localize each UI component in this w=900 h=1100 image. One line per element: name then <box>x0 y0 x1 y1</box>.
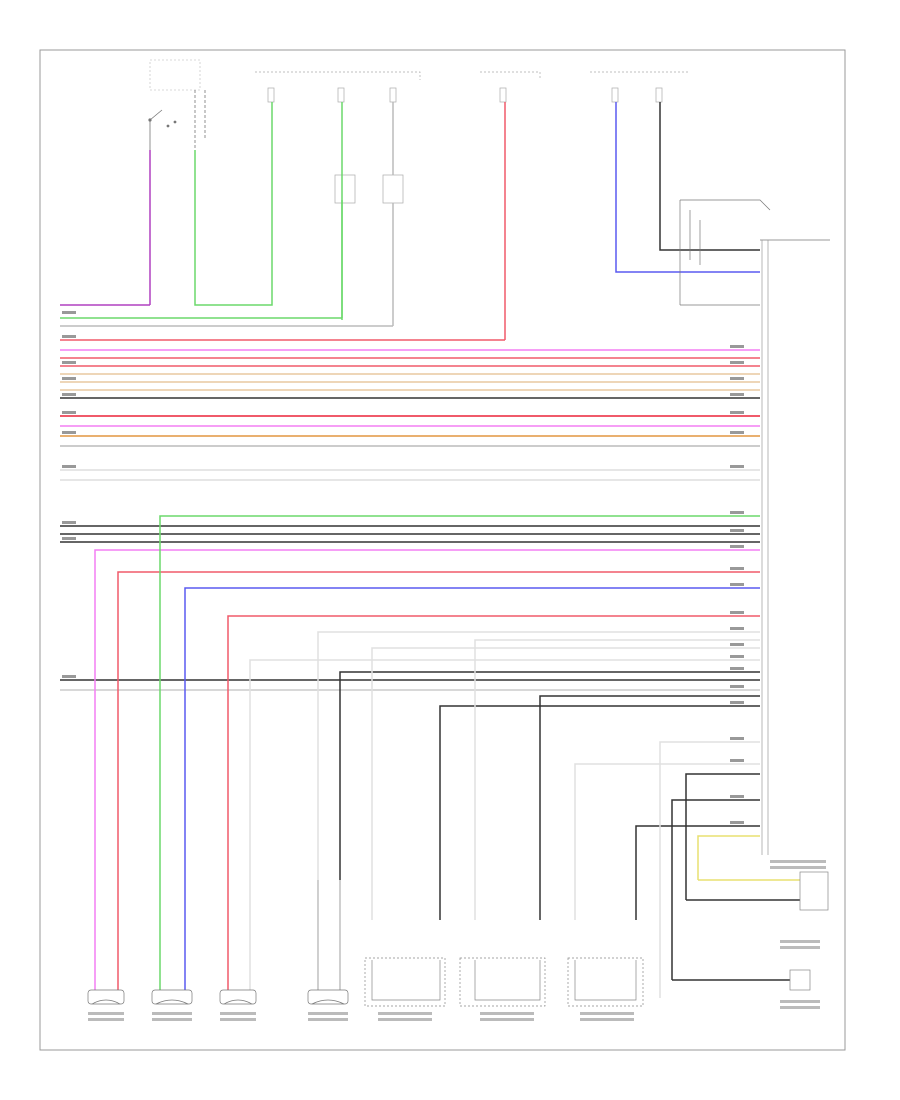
right-side-connector <box>789 871 829 991</box>
speaker-front-right-tweeter <box>151 989 193 1005</box>
speaker-rear-left <box>364 957 446 1007</box>
top-vertical-wires <box>149 102 760 340</box>
speaker-front-right <box>219 989 257 1005</box>
speaker-rear-right <box>459 957 546 1007</box>
diagram-frame <box>39 49 846 1051</box>
top-right-connector <box>679 199 830 306</box>
harness-wires <box>60 304 760 691</box>
wire-tags <box>62 311 744 824</box>
top-fuse-row <box>255 71 690 204</box>
speaker-label-blocks <box>88 860 826 1021</box>
ecu-connector-strip <box>761 240 769 855</box>
speaker-rear-subwoofer <box>567 957 644 1007</box>
speaker-front-left-tweeter <box>87 989 125 1005</box>
speaker-feed-wires <box>94 515 800 998</box>
top-left-switch <box>148 59 206 150</box>
speaker-front-left <box>307 880 349 1005</box>
